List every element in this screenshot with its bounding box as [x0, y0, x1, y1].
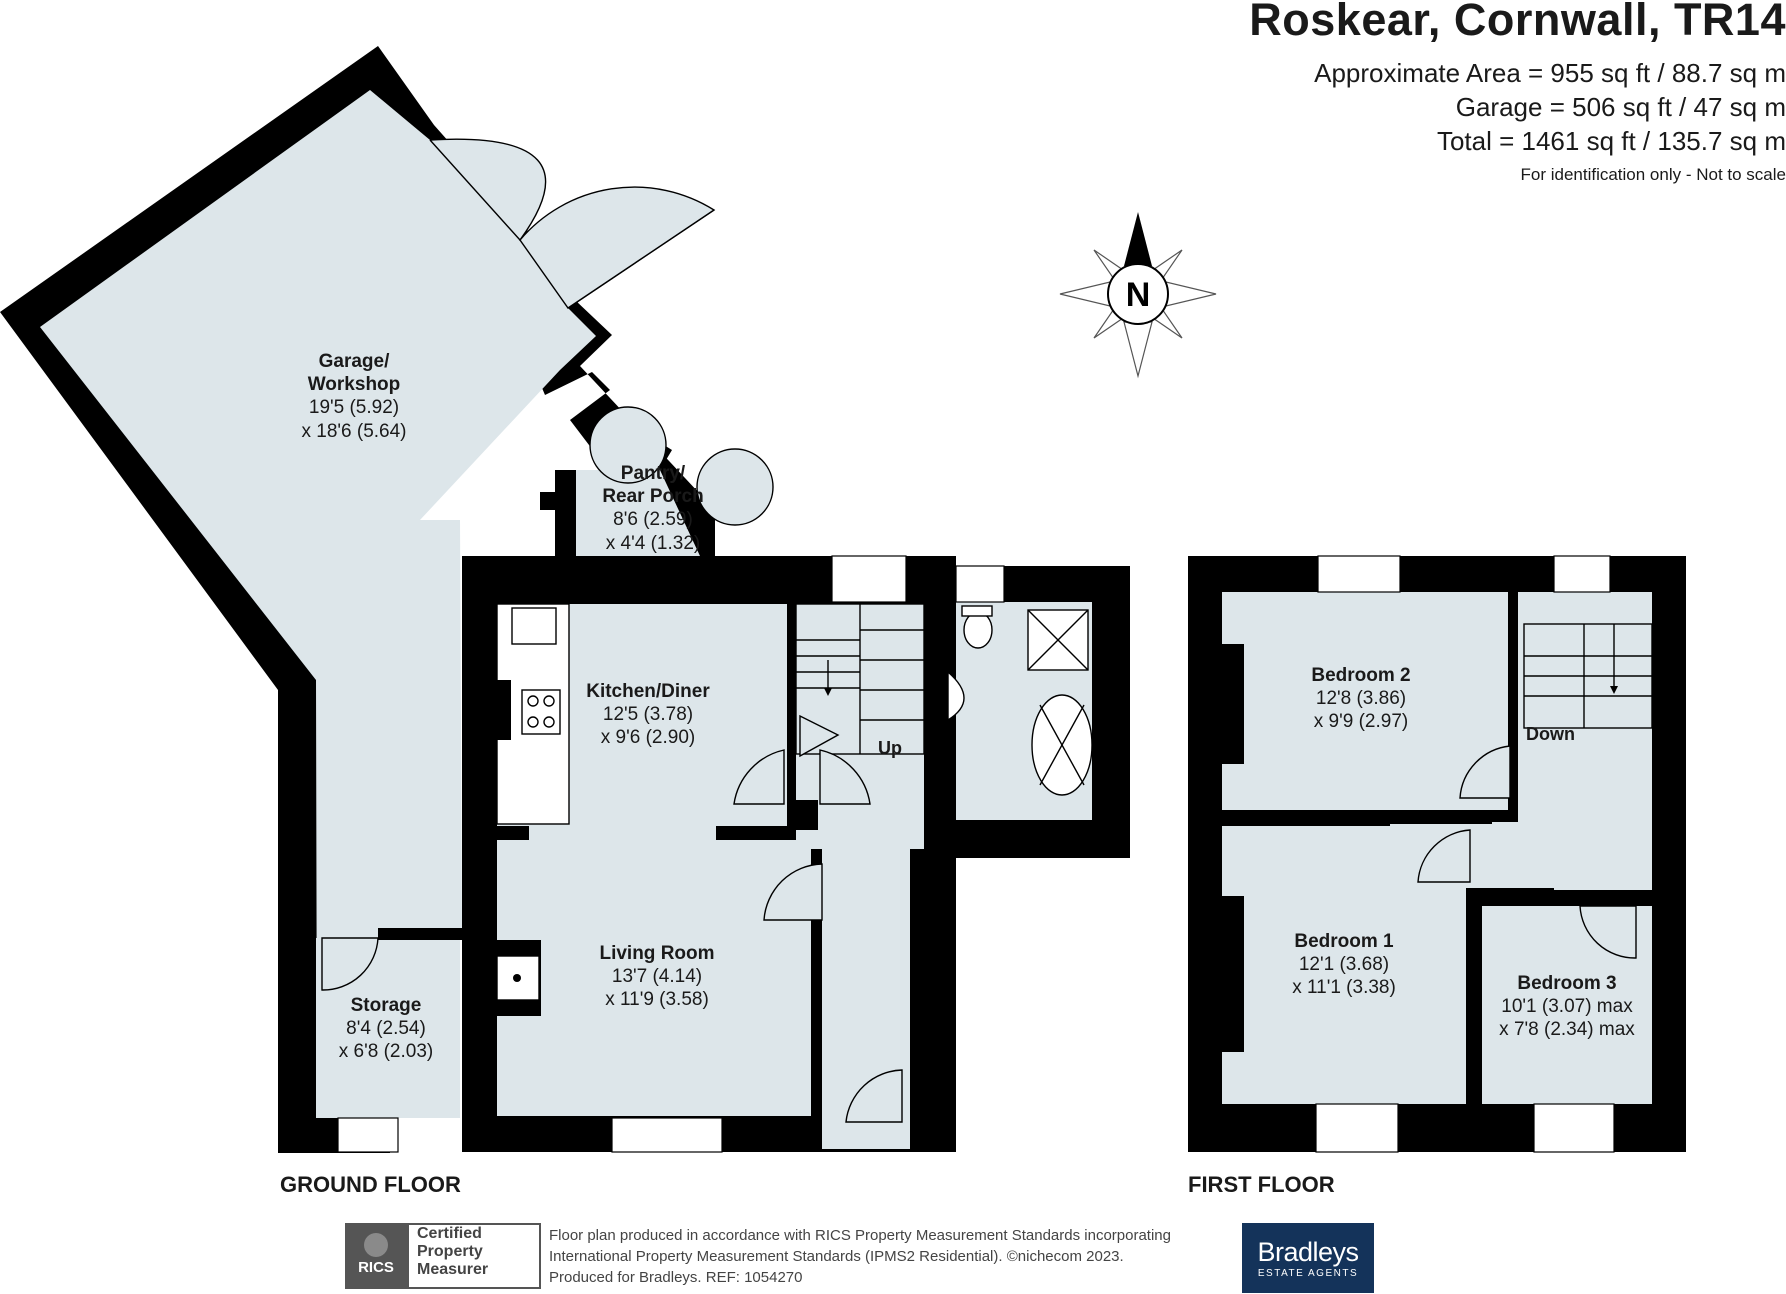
window	[1533, 1103, 1615, 1153]
bedroom2-door	[1459, 745, 1511, 799]
area-approx: Approximate Area = 955 sq ft / 88.7 sq m	[1314, 58, 1786, 88]
window	[611, 1117, 723, 1153]
disclaimer: For identification only - Not to scale	[1520, 165, 1786, 184]
front-door	[845, 1069, 903, 1123]
storage-door	[321, 937, 379, 991]
first-stairs	[1523, 623, 1653, 729]
area-garage: Garage = 506 sq ft / 47 sq m	[1455, 92, 1786, 122]
compass: N	[1059, 212, 1217, 379]
basin	[947, 670, 965, 722]
hob	[521, 689, 561, 735]
window	[955, 565, 1005, 603]
kitchen-hall-door	[733, 749, 785, 805]
certified-measurer-box: Certified Property Measurer	[407, 1223, 541, 1289]
ground-floor-label: GROUND FLOOR	[280, 1172, 461, 1197]
room-label-pantry: Pantry/ Rear Porch 8'6 (2.59) x 4'4 (1.3…	[602, 463, 704, 554]
room-label-bedroom2: Bedroom 2 12'8 (3.86) x 9'9 (2.97)	[1311, 665, 1411, 733]
bedroom3-door	[1579, 905, 1637, 959]
room-label-bedroom3: Bedroom 3 10'1 (3.07) max x 7'8 (2.34) m…	[1499, 973, 1635, 1041]
bedroom1-door	[1417, 829, 1471, 883]
living-floor	[497, 840, 811, 1116]
room-label-living: Living Room 13'7 (4.14) x 11'9 (3.58)	[599, 943, 715, 1011]
room-label-storage: Storage 8'4 (2.54) x 6'8 (2.03)	[338, 995, 434, 1063]
living-hall-door	[763, 863, 823, 921]
window	[1317, 555, 1401, 593]
rics-emblem-icon	[364, 1233, 388, 1257]
compass-north-arrow	[1124, 212, 1152, 266]
agent-logo: Bradleys ESTATE AGENTS	[1242, 1223, 1374, 1293]
rics-badge: RICS Certified Property Measurer	[345, 1223, 541, 1289]
first-floor-plan	[1188, 555, 1686, 1153]
property-title: Roskear, Cornwall, TR14	[1249, 0, 1786, 45]
room-label-bedroom1: Bedroom 1 12'1 (3.68) x 11'1 (3.38)	[1292, 931, 1396, 999]
garage-floor	[40, 90, 596, 1118]
rics-logo: RICS	[345, 1223, 407, 1289]
toilet	[963, 611, 993, 649]
window	[337, 1117, 399, 1153]
stairs-down-label: Down	[1526, 724, 1575, 744]
room-label-kitchen: Kitchen/Diner 12'5 (3.78) x 9'6 (2.90)	[586, 681, 710, 749]
pantry-floor	[576, 440, 700, 556]
window	[1553, 555, 1611, 593]
footnote: Floor plan produced in accordance with R…	[549, 1227, 1171, 1286]
ground-floor-plan	[0, 46, 1130, 1153]
compass-label: N	[1126, 276, 1151, 314]
first-floor-label: FIRST FLOOR	[1188, 1172, 1335, 1197]
bedroom2-floor	[1222, 592, 1508, 810]
window	[831, 555, 907, 603]
stairs-up-label: Up	[878, 738, 902, 758]
room-label-garage: Garage/ Workshop 19'5 (5.92) x 18'6 (5.6…	[301, 351, 407, 442]
area-total: Total = 1461 sq ft / 135.7 sq m	[1436, 126, 1786, 156]
window	[1315, 1103, 1399, 1153]
